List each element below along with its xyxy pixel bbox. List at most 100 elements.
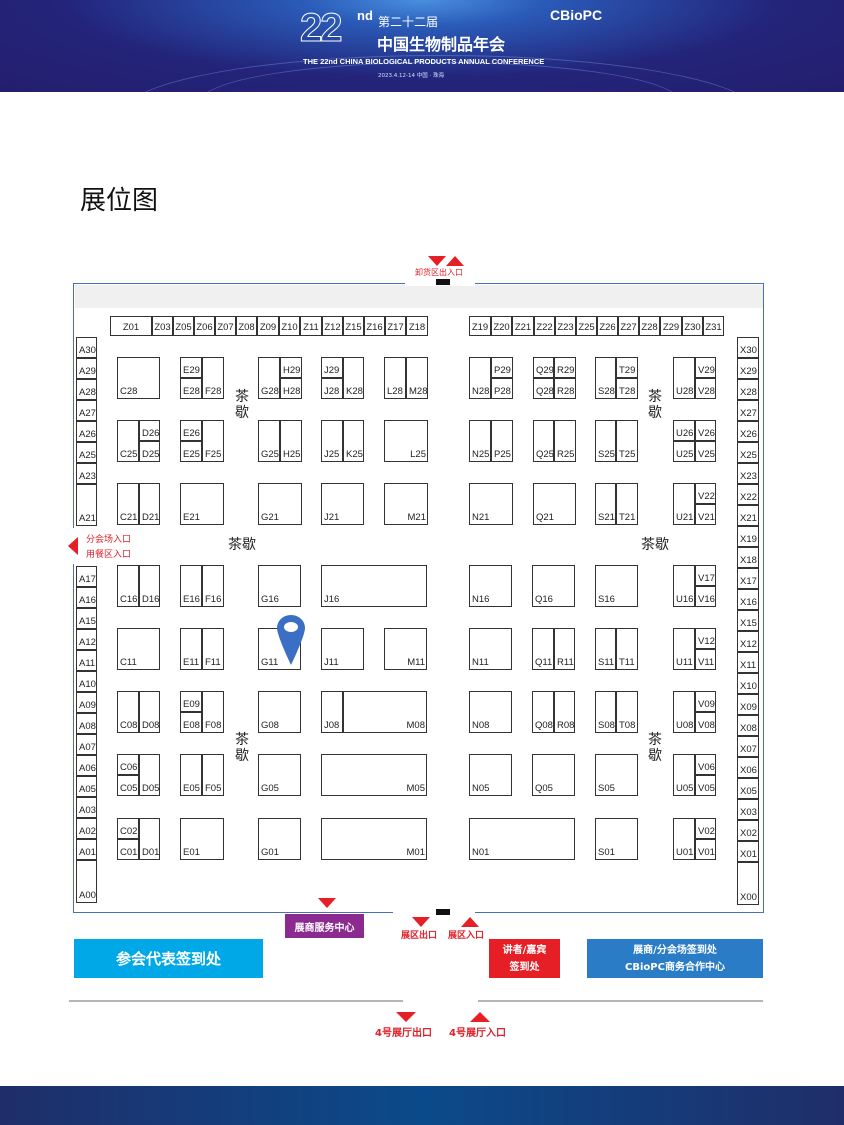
booth-a21[interactable]: A21 — [76, 484, 97, 526]
booth-x00[interactable]: X00 — [737, 862, 759, 905]
booth-n25[interactable]: N25 — [469, 420, 491, 462]
booth-g25[interactable]: G25 — [258, 420, 280, 462]
booth-f05[interactable]: F05 — [202, 754, 224, 796]
booth-x03[interactable]: X03 — [737, 799, 759, 820]
booth-u08[interactable]: U08 — [673, 691, 695, 733]
booth-z30[interactable]: Z30 — [682, 316, 703, 336]
booth-v17[interactable]: V17 — [695, 565, 716, 586]
booth-d01[interactable]: D01 — [139, 818, 160, 860]
booth-q16[interactable]: Q16 — [532, 565, 575, 607]
booth-f16[interactable]: F16 — [202, 565, 224, 607]
booth-x12[interactable]: X12 — [737, 631, 759, 652]
booth-v16[interactable]: V16 — [695, 586, 716, 607]
booth-a23[interactable]: A23 — [76, 463, 97, 484]
booth-h25[interactable]: H25 — [280, 420, 302, 462]
booth-v22[interactable]: V22 — [695, 483, 716, 504]
booth-x07[interactable]: X07 — [737, 736, 759, 757]
booth-z29[interactable]: Z29 — [660, 316, 682, 336]
booth-c11[interactable]: C11 — [117, 628, 160, 670]
booth-z20[interactable]: Z20 — [491, 316, 512, 336]
booth-j25[interactable]: J25 — [321, 420, 343, 462]
booth-q25[interactable]: Q25 — [533, 420, 554, 462]
booth-a00[interactable]: A00 — [76, 860, 97, 903]
booth-m01[interactable]: M01 — [321, 818, 427, 860]
booth-c21[interactable]: C21 — [117, 483, 139, 525]
booth-a06[interactable]: A06 — [76, 755, 97, 776]
booth-n11[interactable]: N11 — [469, 628, 512, 670]
booth-a15[interactable]: A15 — [76, 608, 97, 629]
booth-z06[interactable]: Z06 — [194, 316, 215, 336]
booth-r29[interactable]: R29 — [554, 357, 576, 378]
booth-u28[interactable]: U28 — [673, 357, 695, 399]
booth-z16[interactable]: Z16 — [364, 316, 385, 336]
booth-x05[interactable]: X05 — [737, 778, 759, 799]
booth-p29[interactable]: P29 — [491, 357, 513, 378]
booth-x06[interactable]: X06 — [737, 757, 759, 778]
booth-v05[interactable]: V05 — [695, 775, 716, 796]
booth-z03[interactable]: Z03 — [152, 316, 173, 336]
booth-x16[interactable]: X16 — [737, 589, 759, 610]
booth-v28[interactable]: V28 — [695, 378, 716, 399]
booth-u25[interactable]: U25 — [673, 441, 695, 462]
booth-v25[interactable]: V25 — [695, 441, 716, 462]
booth-z12[interactable]: Z12 — [322, 316, 343, 336]
booth-m08[interactable]: M08 — [343, 691, 427, 733]
booth-z22[interactable]: Z22 — [534, 316, 555, 336]
booth-e28[interactable]: E28 — [180, 378, 202, 399]
booth-e29[interactable]: E29 — [180, 357, 202, 378]
booth-a03[interactable]: A03 — [76, 797, 97, 818]
booth-j28[interactable]: J28 — [321, 378, 343, 399]
booth-g28[interactable]: G28 — [258, 357, 280, 399]
booth-z18[interactable]: Z18 — [406, 316, 428, 336]
booth-s08[interactable]: S08 — [595, 691, 616, 733]
booth-e11[interactable]: E11 — [180, 628, 202, 670]
booth-z11[interactable]: Z11 — [300, 316, 322, 336]
booth-v08[interactable]: V08 — [695, 712, 716, 733]
booth-a16[interactable]: A16 — [76, 587, 97, 608]
booth-s05[interactable]: S05 — [595, 754, 638, 796]
booth-p25[interactable]: P25 — [491, 420, 513, 462]
booth-v02[interactable]: V02 — [695, 818, 716, 839]
booth-v09[interactable]: V09 — [695, 691, 716, 712]
booth-q29[interactable]: Q29 — [533, 357, 554, 378]
booth-z15[interactable]: Z15 — [343, 316, 364, 336]
booth-m05[interactable]: M05 — [321, 754, 427, 796]
booth-q21[interactable]: Q21 — [533, 483, 576, 525]
booth-n01[interactable]: N01 — [469, 818, 575, 860]
booth-s21[interactable]: S21 — [595, 483, 616, 525]
booth-g16[interactable]: G16 — [258, 565, 301, 607]
booth-a29[interactable]: A29 — [76, 358, 97, 379]
booth-x11[interactable]: X11 — [737, 652, 759, 673]
booth-a25[interactable]: A25 — [76, 442, 97, 463]
booth-a07[interactable]: A07 — [76, 734, 97, 755]
booth-x09[interactable]: X09 — [737, 694, 759, 715]
booth-t25[interactable]: T25 — [616, 420, 638, 462]
booth-t11[interactable]: T11 — [616, 628, 638, 670]
booth-c01[interactable]: C01 — [117, 839, 139, 860]
booth-m11[interactable]: M11 — [384, 628, 427, 670]
booth-c16[interactable]: C16 — [117, 565, 139, 607]
booth-d05[interactable]: D05 — [139, 754, 160, 796]
delegate-checkin-desk[interactable]: 参会代表签到处 — [74, 939, 263, 978]
booth-a08[interactable]: A08 — [76, 713, 97, 734]
booth-x19[interactable]: X19 — [737, 526, 759, 547]
booth-u11[interactable]: U11 — [673, 628, 695, 670]
booth-j21[interactable]: J21 — [321, 483, 364, 525]
booth-r11[interactable]: R11 — [554, 628, 575, 670]
exhibitor-service-center[interactable]: 展商服务中心 — [285, 914, 364, 938]
booth-k25[interactable]: K25 — [343, 420, 364, 462]
booth-d21[interactable]: D21 — [139, 483, 160, 525]
booth-k28[interactable]: K28 — [343, 357, 364, 399]
booth-t28[interactable]: T28 — [616, 378, 638, 399]
booth-z26[interactable]: Z26 — [597, 316, 618, 336]
booth-v06[interactable]: V06 — [695, 754, 716, 775]
booth-g01[interactable]: G01 — [258, 818, 301, 860]
booth-z27[interactable]: Z27 — [618, 316, 639, 336]
booth-s01[interactable]: S01 — [595, 818, 638, 860]
booth-c05[interactable]: C05 — [117, 775, 139, 796]
booth-p28[interactable]: P28 — [491, 378, 513, 399]
booth-x02[interactable]: X02 — [737, 820, 759, 841]
booth-v12[interactable]: V12 — [695, 628, 716, 649]
booth-l28[interactable]: L28 — [384, 357, 406, 399]
booth-a05[interactable]: A05 — [76, 776, 97, 797]
